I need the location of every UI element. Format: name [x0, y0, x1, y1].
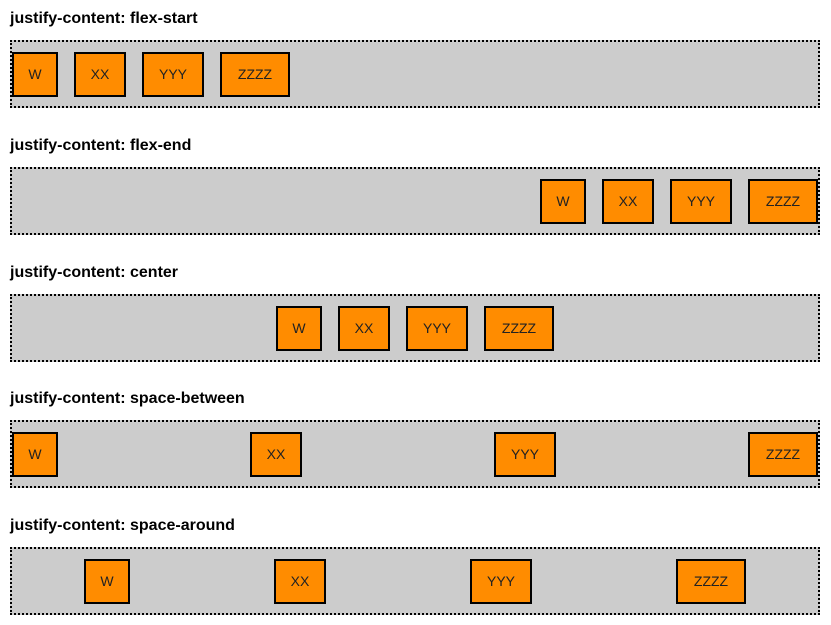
- demo-title: justify-content: flex-start: [10, 10, 198, 27]
- flex-container: W XX YYY ZZZZ: [10, 420, 820, 488]
- flex-item-w: W: [84, 558, 130, 604]
- flex-item-zzzz: ZZZZ: [484, 305, 554, 351]
- flex-item-zzzz: ZZZZ: [748, 178, 818, 224]
- flex-item-zzzz: ZZZZ: [220, 51, 290, 97]
- flex-item-xx: XX: [602, 178, 654, 224]
- demo-flex-start: justify-content: flex-start W XX YYY ZZZ…: [10, 10, 820, 108]
- demo-center: justify-content: center W XX YYY ZZZZ: [10, 264, 820, 362]
- flex-item-yyy: YYY: [470, 558, 532, 604]
- flex-item-zzzz: ZZZZ: [676, 558, 746, 604]
- flex-item-w: W: [276, 305, 322, 351]
- flex-item-zzzz: ZZZZ: [748, 431, 818, 477]
- flex-item-yyy: YYY: [670, 178, 732, 224]
- flex-item-yyy: YYY: [406, 305, 468, 351]
- demo-title: justify-content: center: [10, 264, 179, 281]
- flex-container: W XX YYY ZZZZ: [10, 167, 820, 235]
- flex-item-w: W: [540, 178, 586, 224]
- flex-item-xx: XX: [250, 431, 302, 477]
- flex-item-w: W: [12, 51, 58, 97]
- demo-title: justify-content: space-around: [10, 517, 235, 534]
- demo-space-around: justify-content: space-around W XX YYY Z…: [10, 517, 820, 615]
- demo-flex-end: justify-content: flex-end W XX YYY ZZZZ: [10, 137, 820, 235]
- demo-space-between: justify-content: space-between W XX YYY …: [10, 390, 820, 488]
- flex-item-w: W: [12, 431, 58, 477]
- flex-item-xx: XX: [274, 558, 326, 604]
- flex-container: W XX YYY ZZZZ: [10, 40, 820, 108]
- flex-container: W XX YYY ZZZZ: [10, 547, 820, 615]
- flex-container: W XX YYY ZZZZ: [10, 294, 820, 362]
- demo-title: justify-content: space-between: [10, 390, 245, 407]
- flex-item-yyy: YYY: [142, 51, 204, 97]
- flex-item-xx: XX: [74, 51, 126, 97]
- flex-item-xx: XX: [338, 305, 390, 351]
- demo-title: justify-content: flex-end: [10, 137, 192, 154]
- flex-item-yyy: YYY: [494, 431, 556, 477]
